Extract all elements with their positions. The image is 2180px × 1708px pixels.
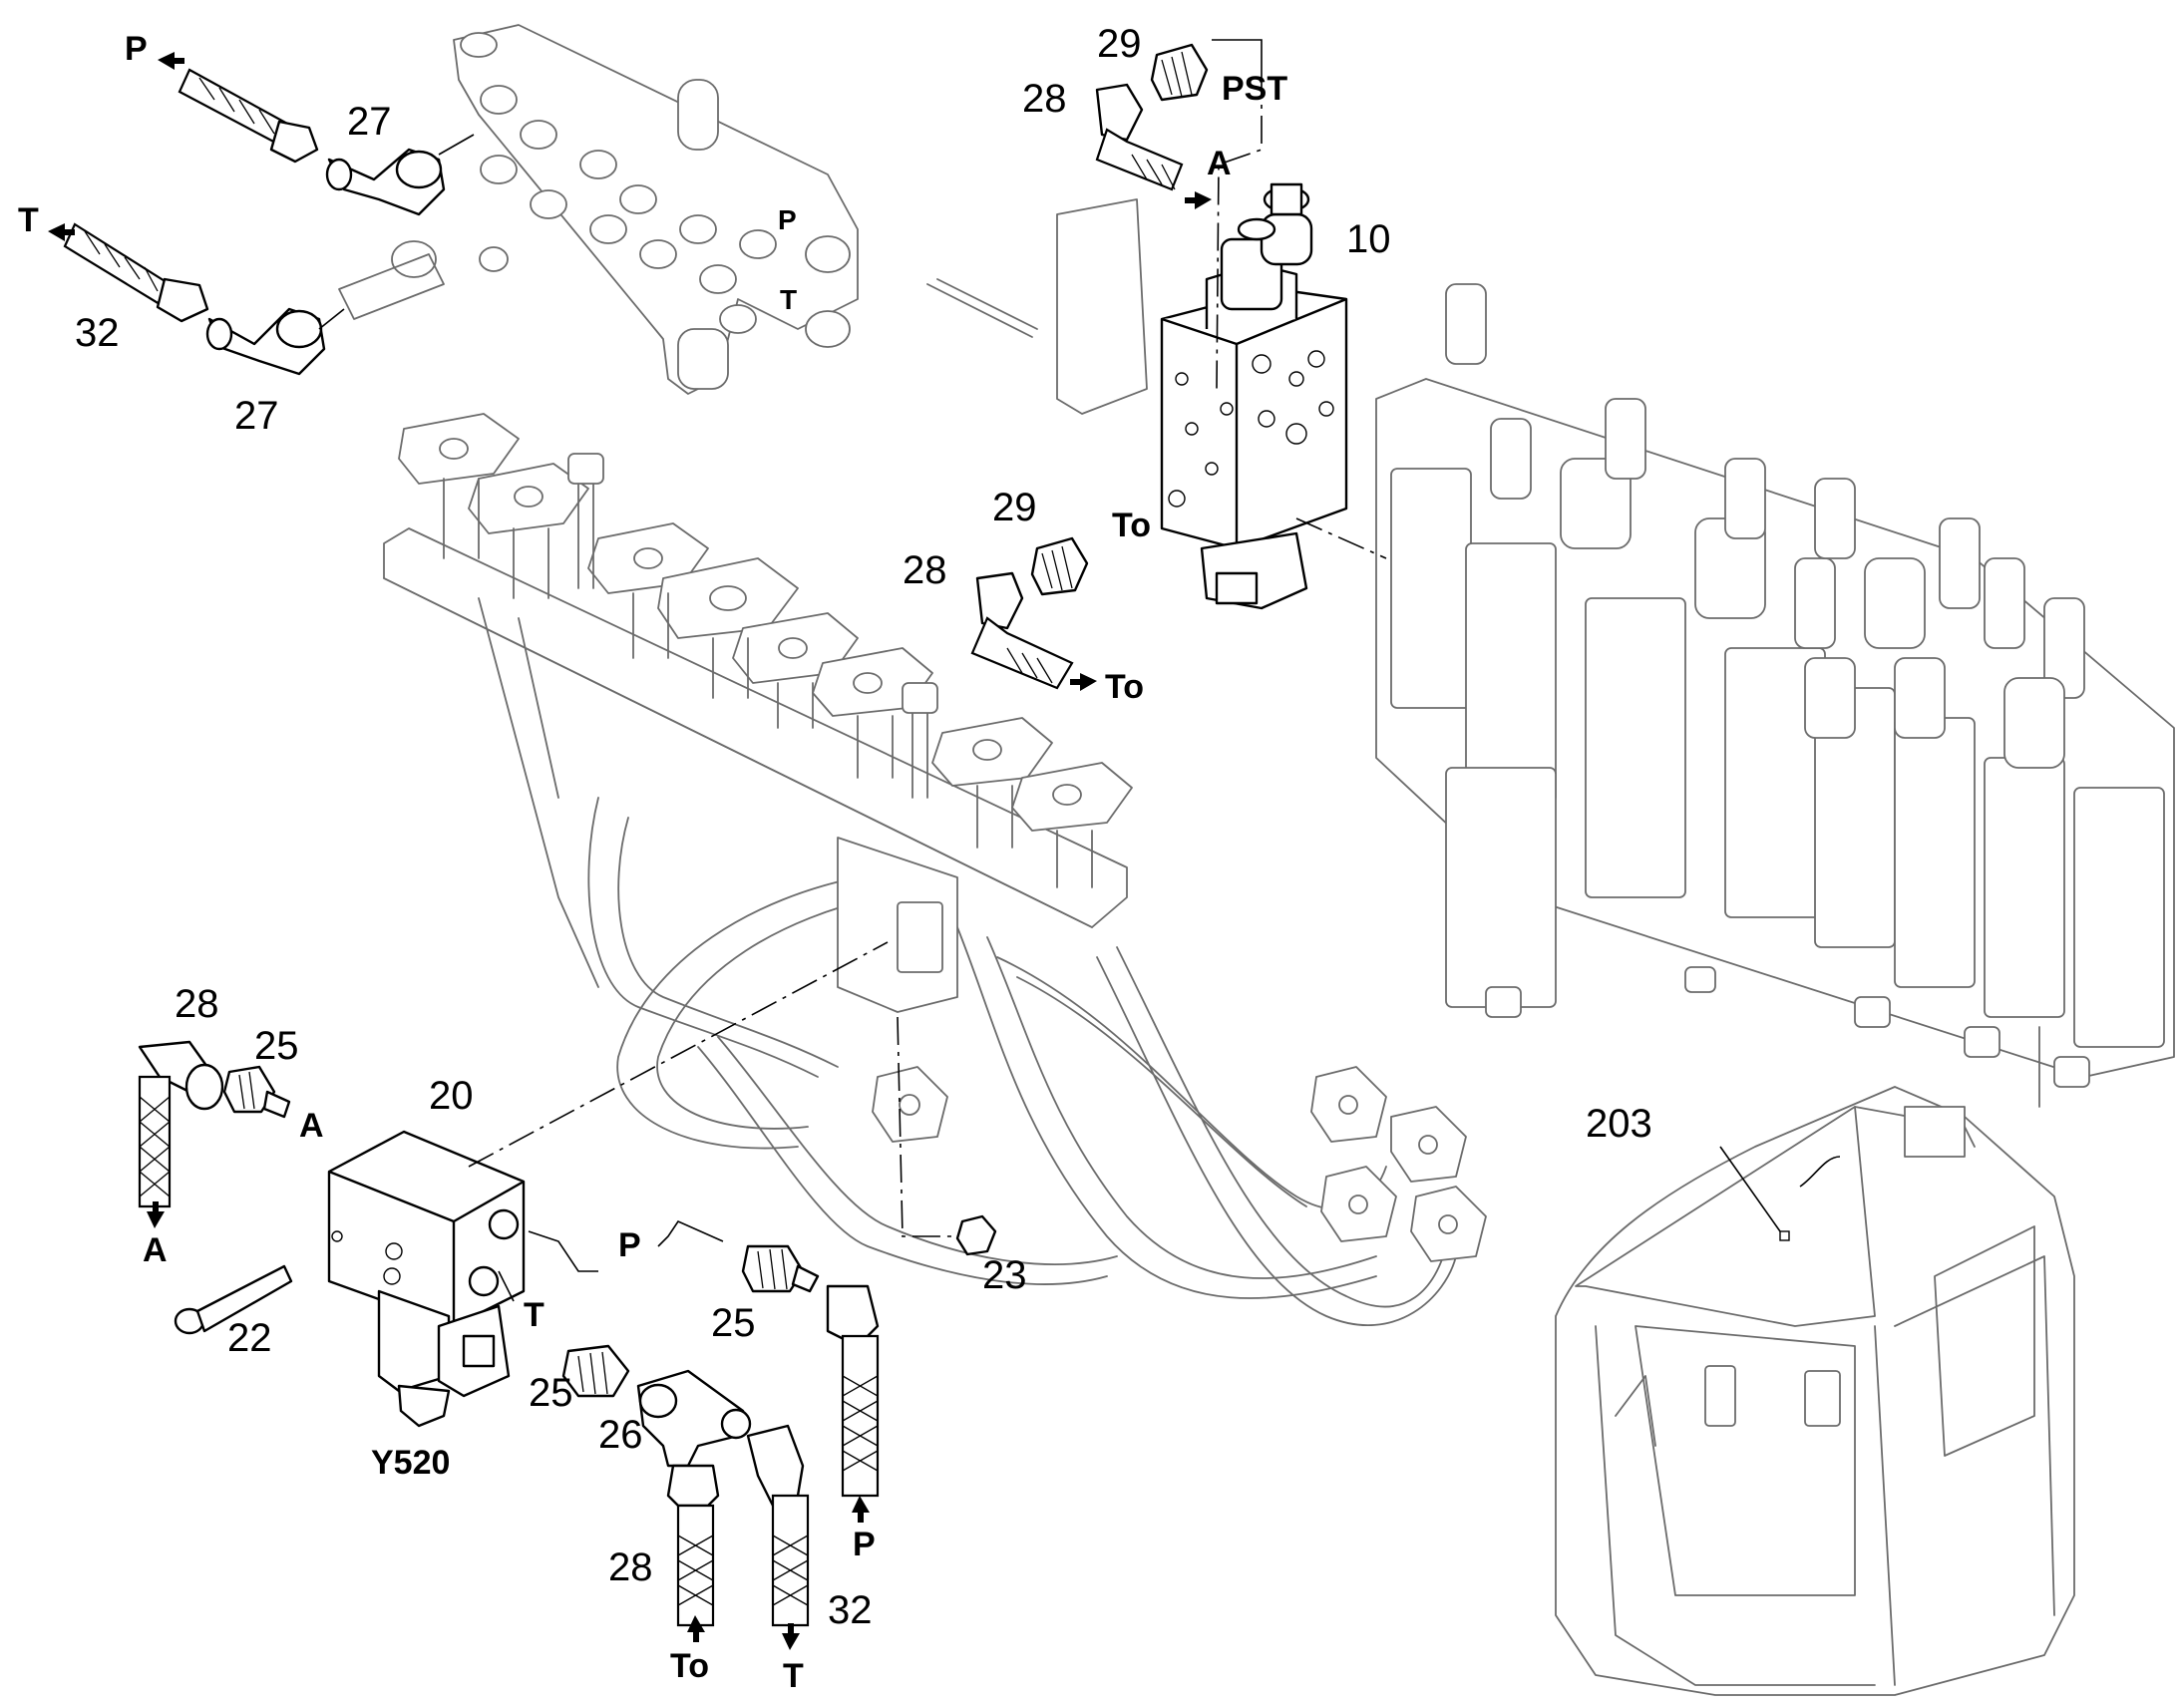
solenoid-valve-20 [327, 1130, 526, 1428]
callout-23: 23 [982, 1253, 1027, 1297]
port-p-bottom: P [853, 1526, 876, 1563]
arrow-t-bottom [782, 1623, 800, 1650]
callout-10: 10 [1346, 217, 1391, 261]
callout-20: 20 [429, 1074, 474, 1118]
port-a-top: A [1207, 145, 1232, 182]
arrow-t-top-left [48, 223, 75, 241]
hose-p-top-left [178, 68, 319, 164]
callout-203: 203 [1586, 1102, 1652, 1146]
hose-p-right [826, 1284, 880, 1498]
port-a-bottom: A [143, 1231, 168, 1269]
fitting-25-bottom [561, 1344, 630, 1398]
port-p-line: P [618, 1226, 641, 1264]
hose-28-bottom [666, 1464, 720, 1627]
center-bracket [837, 837, 958, 1143]
callout-26: 26 [598, 1413, 643, 1457]
arrow-p-bottom [852, 1496, 870, 1523]
tee-26 [636, 1369, 752, 1468]
callout-25-right: 25 [711, 1301, 756, 1345]
valve-bottom-plugs [1485, 966, 2090, 1088]
callout-32-bottom: 32 [828, 1588, 873, 1632]
callout-28-mid: 28 [903, 548, 947, 592]
fitting-25-left [222, 1065, 291, 1119]
callout-32-top-left: 32 [75, 311, 120, 355]
port-to-hose: To [1105, 668, 1144, 706]
hose-28-bottom-left [138, 1040, 224, 1208]
arrow-a-bottom [147, 1201, 165, 1228]
callout-29-top: 29 [1097, 22, 1142, 66]
arrow-to-bottom [687, 1615, 705, 1642]
arrow-a-top [1185, 191, 1212, 209]
callout-28-top: 28 [1022, 77, 1067, 121]
valve-sections [1390, 468, 2165, 1048]
port-leaders [498, 1219, 724, 1302]
valve-10 [1160, 182, 1348, 610]
callout-Y520: Y520 [371, 1444, 450, 1482]
callout-25-bottom: 25 [529, 1371, 573, 1415]
port-to-mid: To [1112, 507, 1151, 544]
elbow-27-lower [205, 307, 326, 376]
callout-labels: 10 20 22 23 25 25 25 26 27 27 28 28 28 2… [75, 22, 1652, 1632]
hose-28-mid [970, 571, 1074, 690]
hose-t-top-left [63, 222, 209, 323]
hose-32-bottom [746, 1424, 810, 1627]
flow-arrows [48, 52, 1212, 1650]
port-t-line: T [524, 1296, 545, 1334]
callout-29-mid: 29 [992, 486, 1037, 529]
port-a-side: A [299, 1107, 324, 1145]
elbow-27-upper [325, 148, 446, 216]
fitting-25-right [741, 1244, 820, 1293]
pilot-manifold [338, 24, 859, 395]
hose-28-top [1095, 83, 1184, 191]
callout-27-upper: 27 [347, 100, 392, 144]
arrow-p-top-left [158, 52, 184, 70]
port-labels: P T P T PST A To To A A P T P To T [18, 30, 1287, 1695]
port-to-bottom: To [670, 1647, 709, 1685]
port-pst: PST [1222, 70, 1287, 108]
nut-23 [955, 1214, 997, 1256]
tube-end-flanges [1310, 1066, 1487, 1262]
port-t-bottom: T [783, 1657, 804, 1695]
callout-25-left: 25 [254, 1024, 299, 1068]
manifold-fittings [338, 32, 851, 348]
flange-pads [398, 413, 1133, 832]
callout-27-lower: 27 [234, 394, 279, 438]
arrow-to-hose [1070, 673, 1097, 691]
fitting-29-top [1150, 43, 1209, 102]
operator-cab [1555, 1026, 2075, 1696]
callout-28-bottom: 28 [608, 1545, 653, 1589]
port-manifold-t: T [780, 284, 797, 315]
flange-risers [443, 453, 1093, 888]
fitting-29-mid [1030, 536, 1089, 596]
spool-caps [1445, 283, 2085, 769]
assembly-lines [468, 70, 1387, 1237]
main-control-valve-bank [1375, 283, 2175, 1088]
port-manifold-p: P [778, 204, 797, 235]
callout-28-bottom-left: 28 [175, 982, 219, 1026]
bolt-22 [174, 1264, 293, 1335]
port-p-top-left: P [125, 30, 148, 68]
flange-tube-assembly [383, 413, 1487, 1327]
callout-22: 22 [227, 1316, 272, 1360]
port-t-top-left: T [18, 201, 39, 239]
bent-tubes [587, 797, 1457, 1327]
mounting-plate [926, 198, 1148, 415]
